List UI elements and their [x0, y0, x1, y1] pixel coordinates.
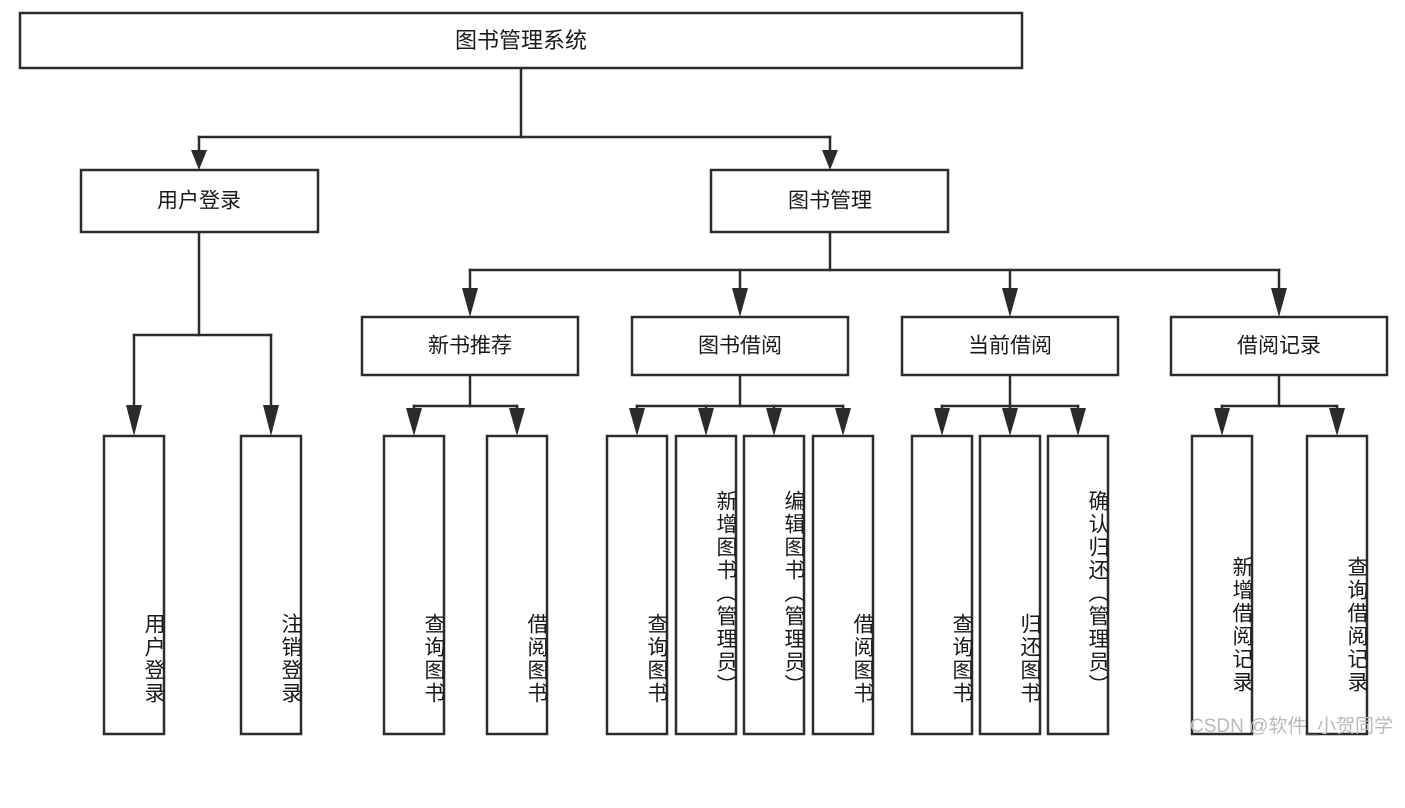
diagram-svg: 图书管理系统 用户登录 图书管理 新书推荐 图书借阅 当前借阅 借阅记录 [18, 11, 1389, 736]
node-leaf-borrow-book-2[interactable] [811, 434, 875, 736]
node-root[interactable] [18, 11, 1024, 70]
node-leaf-user-login[interactable] [102, 434, 166, 736]
arrow-current-borrow [1002, 288, 1018, 317]
watermark-text: CSDN @软件_小贺同学 [1190, 716, 1393, 737]
node-leaf-query-book-1[interactable] [382, 434, 446, 736]
node-new-book-recommend[interactable] [360, 315, 580, 377]
node-leaf-confirm-return[interactable] [1046, 434, 1110, 736]
node-root-label: 图书管理系统 [455, 28, 587, 53]
node-leaf-add-record[interactable] [1190, 434, 1254, 736]
node-current-borrow[interactable] [900, 315, 1120, 377]
node-user-login[interactable] [79, 168, 320, 234]
node-leaf-edit-book[interactable] [742, 434, 806, 736]
arrow-leaf-return-book [1002, 408, 1018, 436]
node-leaf-query-record[interactable] [1305, 434, 1369, 736]
arrow-leaf-borrow-book-2 [835, 408, 851, 436]
arrow-book-management [822, 150, 838, 170]
arrow-leaf-confirm-return [1070, 408, 1086, 436]
arrow-leaf-add-book [698, 408, 714, 436]
arrow-leaf-add-record [1214, 408, 1230, 436]
node-leaf-query-book-3[interactable] [910, 434, 974, 736]
arrow-leaf-logout-login [263, 405, 279, 436]
arrow-leaf-user-login [126, 405, 142, 436]
node-book-borrow[interactable] [630, 315, 850, 377]
node-borrow-record-label: 借阅记录 [1237, 335, 1321, 358]
node-book-management-label: 图书管理 [788, 190, 872, 213]
arrow-user-login [191, 150, 207, 170]
node-book-borrow-label: 图书借阅 [698, 335, 782, 358]
arrow-leaf-borrow-book-1 [509, 408, 525, 436]
node-leaf-return-book[interactable] [978, 434, 1042, 736]
node-borrow-record[interactable] [1169, 315, 1389, 377]
diagram-canvas: 图书管理系统 用户登录 图书管理 新书推荐 图书借阅 当前借阅 借阅记录 [18, 11, 1393, 737]
node-leaf-query-book-2[interactable] [605, 434, 669, 736]
arrow-leaf-query-record [1329, 408, 1345, 436]
node-leaf-add-book[interactable] [674, 434, 738, 736]
node-book-management[interactable] [709, 168, 950, 234]
node-leaf-borrow-book-1[interactable] [485, 434, 549, 736]
node-user-login-label: 用户登录 [157, 190, 241, 213]
arrow-leaf-query-book-1 [406, 408, 422, 436]
arrow-leaf-edit-book [766, 408, 782, 436]
node-current-borrow-label: 当前借阅 [968, 335, 1052, 358]
connector-layer [126, 66, 1345, 436]
node-layer: 图书管理系统 用户登录 图书管理 新书推荐 图书借阅 当前借阅 借阅记录 [18, 11, 1389, 736]
arrow-new-book-recommend [462, 288, 478, 317]
node-new-book-recommend-label: 新书推荐 [428, 335, 512, 358]
node-leaf-logout-login[interactable] [239, 434, 303, 736]
arrow-borrow-record [1271, 288, 1287, 317]
arrow-leaf-query-book-2 [629, 408, 645, 436]
arrow-leaf-query-book-3 [934, 408, 950, 436]
arrow-book-borrow [732, 288, 748, 317]
